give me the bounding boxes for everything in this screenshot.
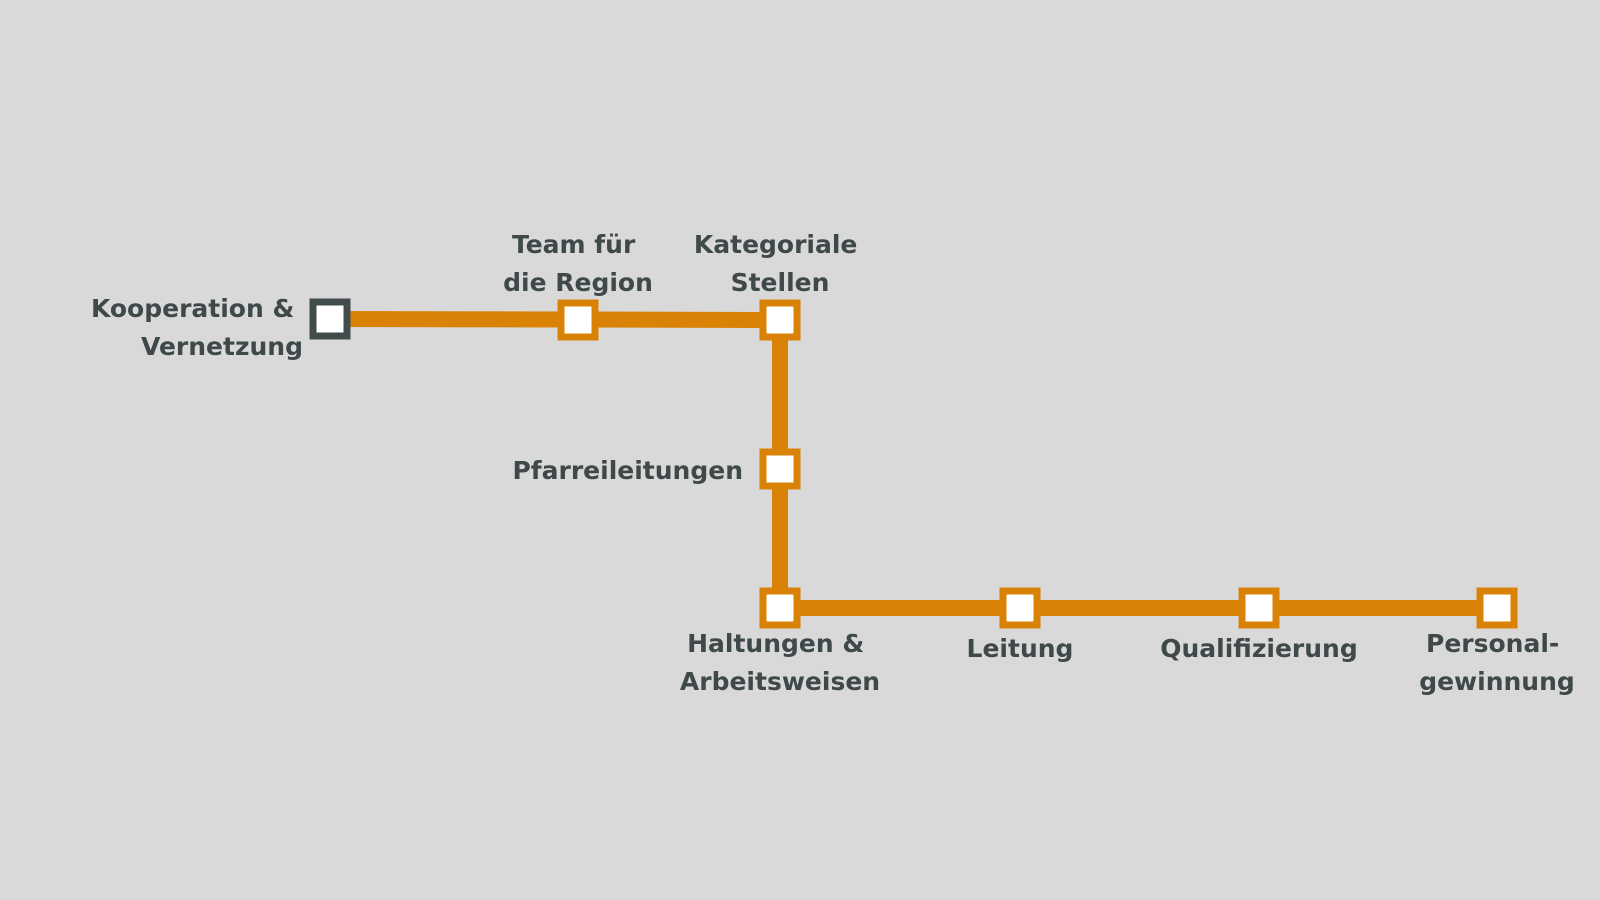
- station-label-haltungen: Haltungen & Arbeitsweisen: [680, 629, 880, 696]
- label-line: Personal-: [1426, 629, 1559, 658]
- station-marker: [999, 587, 1041, 629]
- station-marker: [1476, 587, 1518, 629]
- station-leitung[interactable]: Leitung: [967, 587, 1074, 663]
- station-label-team: Team für die Region: [503, 230, 653, 297]
- station-marker: [759, 448, 801, 490]
- station-marker: [759, 299, 801, 341]
- station-qualifizierung[interactable]: Qualifizierung: [1160, 587, 1358, 663]
- label-line: Team für: [512, 230, 636, 259]
- label-line: Pfarreileitungen: [512, 456, 743, 485]
- label-line: Leitung: [967, 634, 1074, 663]
- station-marker: [1238, 587, 1280, 629]
- label-line: Haltungen &: [687, 629, 864, 658]
- label-line: Qualifizierung: [1160, 634, 1358, 663]
- station-kategoriale[interactable]: Kategoriale Stellen: [694, 230, 866, 341]
- station-personal[interactable]: Personal- gewinnung: [1419, 587, 1575, 696]
- station-haltungen[interactable]: Haltungen & Arbeitsweisen: [680, 587, 880, 696]
- station-label-personal: Personal- gewinnung: [1419, 629, 1575, 696]
- station-marker-start: [309, 298, 351, 340]
- station-label-leitung: Leitung: [967, 634, 1074, 663]
- label-line: Kategoriale: [694, 230, 858, 259]
- station-label-pfarreileitungen: Pfarreileitungen: [512, 456, 743, 485]
- station-marker: [759, 587, 801, 629]
- label-line: die Region: [503, 268, 653, 297]
- label-line: gewinnung: [1419, 667, 1575, 696]
- station-label-qualifizierung: Qualifizierung: [1160, 634, 1358, 663]
- station-team[interactable]: Team für die Region: [503, 230, 653, 341]
- station-label-kooperation: Kooperation & Vernetzung: [91, 294, 303, 361]
- label-line: Stellen: [731, 268, 830, 297]
- label-line: Kooperation &: [91, 294, 294, 323]
- station-label-kategoriale: Kategoriale Stellen: [694, 230, 866, 297]
- station-marker: [557, 299, 599, 341]
- station-pfarreileitungen[interactable]: Pfarreileitungen: [512, 448, 801, 490]
- label-line: Vernetzung: [141, 332, 303, 361]
- label-line: Arbeitsweisen: [680, 667, 880, 696]
- station-kooperation[interactable]: Kooperation & Vernetzung: [91, 294, 351, 361]
